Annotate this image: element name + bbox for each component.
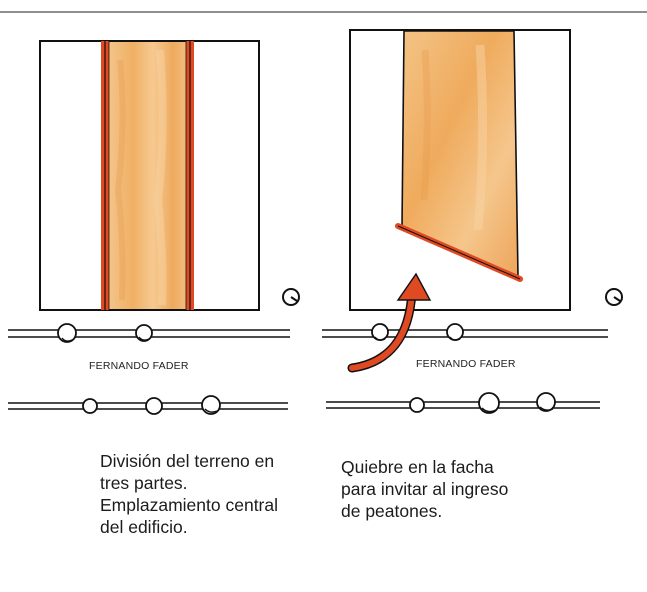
caption-line: del edificio. bbox=[100, 517, 188, 537]
caption-line: de peatones. bbox=[341, 501, 443, 521]
caption-line: División del terreno en bbox=[100, 451, 275, 471]
tree-icon bbox=[536, 392, 556, 412]
street-lower-left bbox=[8, 395, 288, 415]
tree-icon bbox=[446, 323, 464, 341]
caption-line: tres partes. bbox=[100, 473, 188, 493]
caption-left: División del terreno en tres partes. Emp… bbox=[100, 450, 278, 538]
tree-icon bbox=[135, 324, 153, 342]
central-building bbox=[109, 42, 189, 309]
street-upper-left bbox=[8, 323, 290, 343]
panel-right-sketch: FERNANDO FADER bbox=[322, 29, 623, 414]
tree-icon bbox=[82, 398, 98, 414]
street-lower-right bbox=[326, 392, 600, 414]
tree-icon bbox=[478, 392, 500, 414]
street-label-left: FERNANDO FADER bbox=[89, 360, 189, 372]
street-upper-right bbox=[322, 323, 608, 341]
north-symbol-left bbox=[282, 288, 300, 306]
tree-icon bbox=[201, 395, 221, 415]
tree-icon bbox=[409, 397, 425, 413]
tree-icon bbox=[57, 323, 77, 343]
north-symbol-right bbox=[605, 288, 623, 306]
entrance-arrow-icon bbox=[347, 272, 432, 373]
tree-icon bbox=[371, 323, 389, 341]
caption-line: Quiebre en la facha bbox=[341, 457, 494, 477]
tree-icon bbox=[145, 397, 163, 415]
caption-right: Quiebre en la facha para invitar al ingr… bbox=[341, 456, 508, 522]
street-label-right: FERNANDO FADER bbox=[416, 358, 516, 370]
panel-left-sketch: FERNANDO FADER bbox=[8, 40, 300, 415]
caption-line: para invitar al ingreso bbox=[341, 479, 509, 499]
caption-line: Emplazamiento central bbox=[100, 495, 278, 515]
